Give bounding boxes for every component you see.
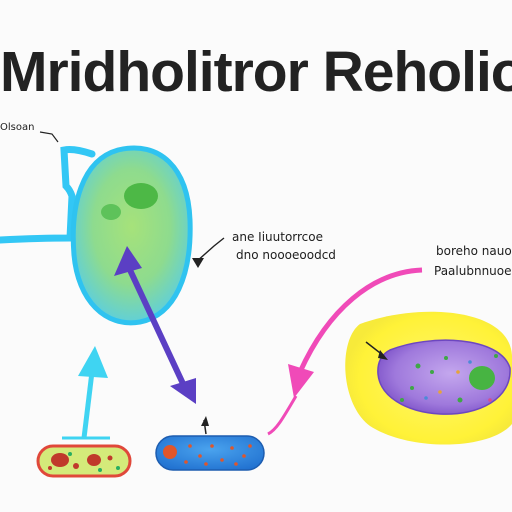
purple-cell-body bbox=[377, 339, 511, 415]
nucleus-small bbox=[101, 204, 121, 220]
label-right-line1: boreho nauo bbox=[436, 244, 512, 258]
blue-bacterium bbox=[155, 416, 265, 471]
label-middle-line1: ane Iiuutorrcoe bbox=[232, 230, 324, 244]
cell-stalk bbox=[0, 146, 96, 244]
red-bacterium bbox=[36, 444, 132, 478]
cyan-arrowhead bbox=[78, 346, 108, 378]
cell-body bbox=[70, 145, 193, 326]
purple-arrowhead-up bbox=[114, 246, 142, 276]
cyan-arrow bbox=[62, 346, 110, 440]
diagram-title: Mridholitror Reholio bbox=[0, 40, 512, 104]
purple-cell-nucleus bbox=[469, 366, 495, 390]
pointer-line-middle bbox=[195, 237, 225, 263]
label-middle-line2: dno noooeoodcd bbox=[236, 248, 336, 262]
blue-bacterium-body bbox=[155, 435, 265, 471]
pink-arrowhead bbox=[288, 364, 314, 398]
main-cell bbox=[0, 145, 193, 326]
pointer-line-top-left bbox=[39, 131, 59, 143]
label-top-left: Olsoan bbox=[0, 122, 35, 133]
label-right-line2: Paalubnnuoe bbox=[434, 264, 512, 278]
pointer-tick-middle bbox=[192, 258, 204, 268]
pink-arrow bbox=[267, 267, 423, 436]
purple-arrowhead-down bbox=[170, 378, 196, 404]
yellow-cell bbox=[345, 311, 512, 445]
nucleus-large bbox=[124, 183, 158, 209]
purple-arrow bbox=[114, 246, 196, 404]
